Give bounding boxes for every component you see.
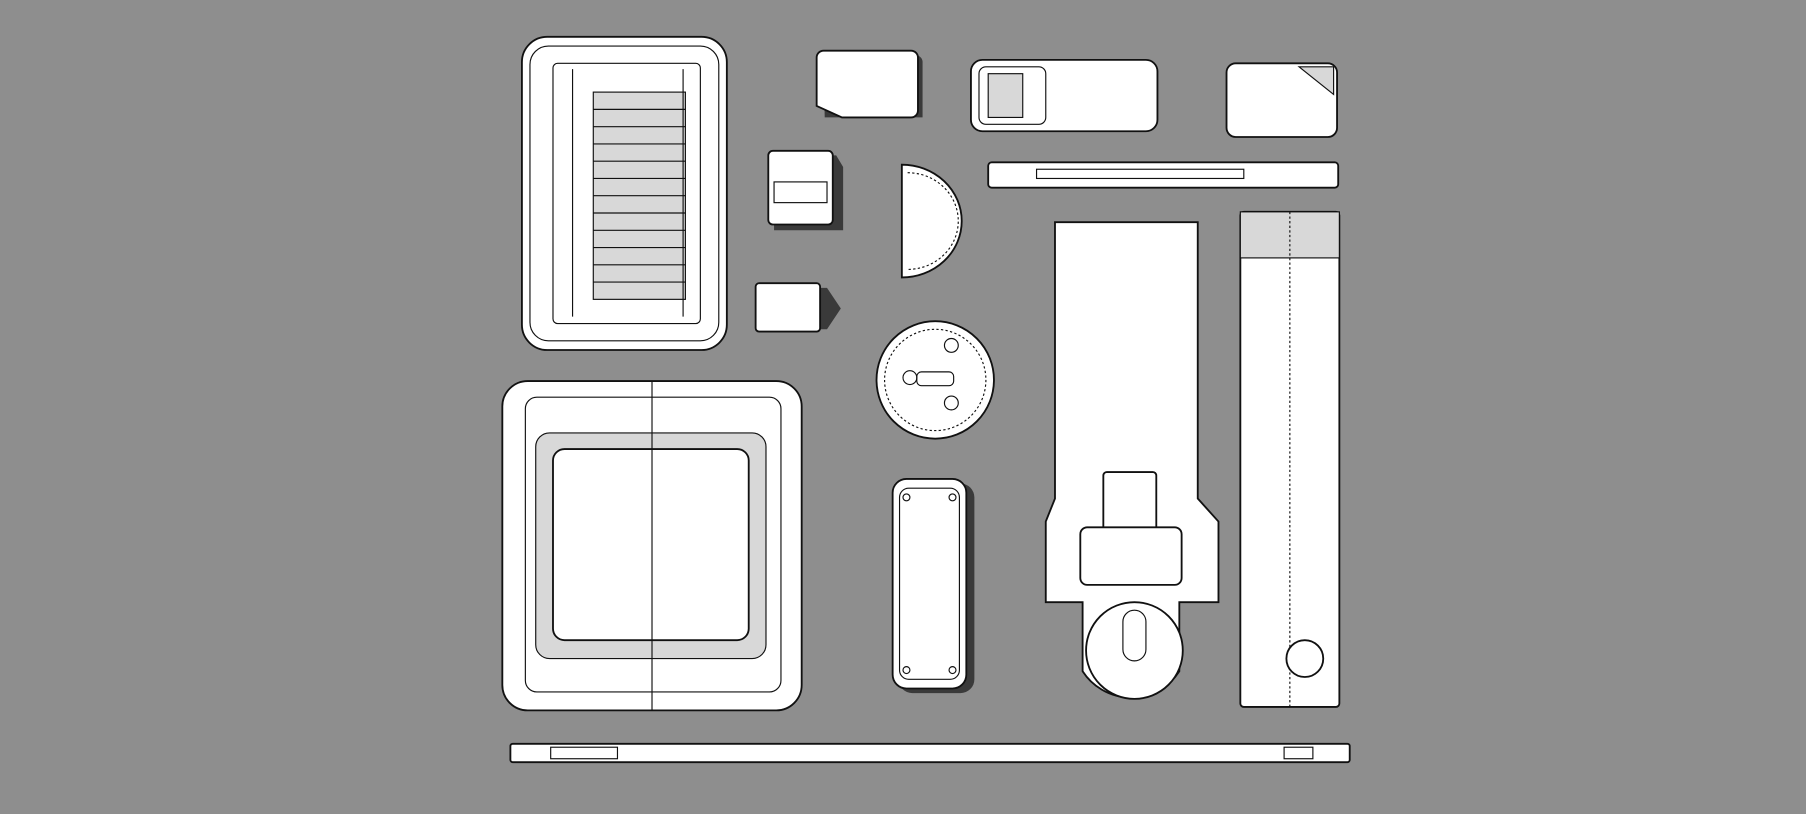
arm-strip-part	[1239, 210, 1341, 708]
clip-part-upper	[767, 149, 844, 231]
clip-part-lower	[754, 282, 841, 333]
rounded-panel-part	[891, 478, 975, 694]
vented-plate-part	[1225, 62, 1338, 138]
slatted-tray-part	[520, 35, 728, 351]
half-disc-part	[900, 163, 963, 279]
long-rail-part	[987, 161, 1340, 189]
square-frame-part	[501, 380, 803, 712]
round-gear-part	[875, 320, 995, 440]
rounded-block-part	[815, 49, 923, 119]
slider-cover-part	[970, 58, 1159, 133]
base-stand-part	[1044, 221, 1220, 700]
bottom-bar-part	[509, 742, 1351, 764]
